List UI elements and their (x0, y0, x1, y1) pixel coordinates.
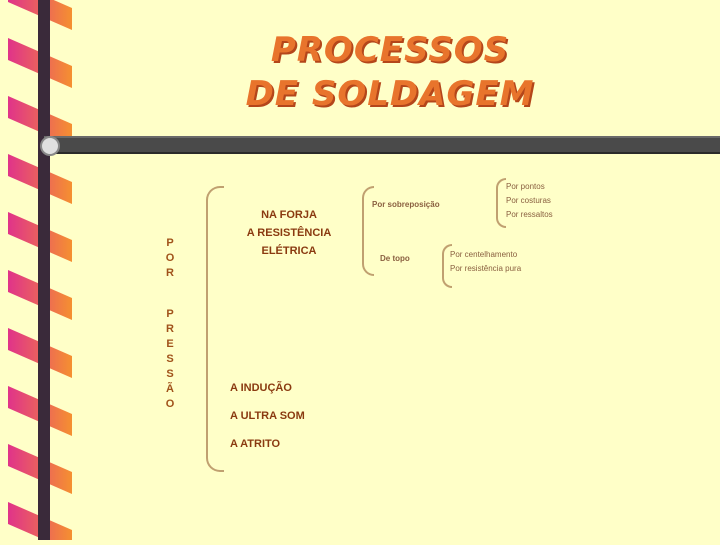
title-line-2: DE SOLDAGEM (245, 74, 535, 114)
ribbon-pole (38, 0, 50, 540)
butt-leaves: Por centelhamento Por resistência pura (450, 248, 521, 276)
horizontal-divider (44, 136, 720, 154)
vlabel-char: O (165, 398, 175, 410)
overlap-brace (496, 178, 506, 228)
vlabel-char: R (166, 323, 174, 335)
vlabel-gap (158, 281, 182, 307)
vlabel-char: E (166, 338, 174, 350)
leaf-item: Por ressaltos (506, 210, 553, 219)
vlabel-char: S (166, 368, 174, 380)
vlabel-char: O (165, 252, 175, 264)
leaf-item: Por centelhamento (450, 250, 518, 259)
leaf-item: Por pontos (506, 182, 545, 191)
vlabel-char: P (166, 308, 174, 320)
process-item: A ATRITO (230, 438, 281, 450)
resistance-node-line: A RESISTÊNCIA (246, 227, 332, 239)
title-line-1: PROCESSOS (270, 30, 510, 70)
butt-node: De topo (380, 254, 410, 263)
process-item: A INDUÇÃO (230, 382, 292, 394)
resistance-node-line: NA FORJA (261, 209, 317, 221)
main-brace (206, 186, 224, 472)
leaf-item: Por costuras (506, 196, 551, 205)
page-title: PROCESSOS DE SOLDAGEM (200, 28, 580, 116)
vlabel-char: P (166, 237, 174, 249)
vlabel-char: R (166, 267, 174, 279)
other-processes-list: A INDUÇÃO A ULTRA SOM A ATRITO (230, 374, 305, 458)
process-item: A ULTRA SOM (230, 410, 305, 422)
butt-brace (442, 244, 452, 288)
resistance-node-line: ELÉTRICA (261, 245, 317, 257)
leaf-item: Por resistência pura (450, 264, 522, 273)
resistance-node: NA FORJA A RESISTÊNCIA ELÉTRICA (214, 206, 364, 260)
vlabel-char: Ã (166, 383, 174, 395)
overlap-node: Por sobreposição (372, 200, 440, 209)
overlap-leaves: Por pontos Por costuras Por ressaltos (506, 180, 553, 222)
vertical-label: P O R P R E S S Ã O (158, 236, 182, 412)
vlabel-char: S (166, 353, 174, 365)
divider-knob (40, 136, 60, 156)
